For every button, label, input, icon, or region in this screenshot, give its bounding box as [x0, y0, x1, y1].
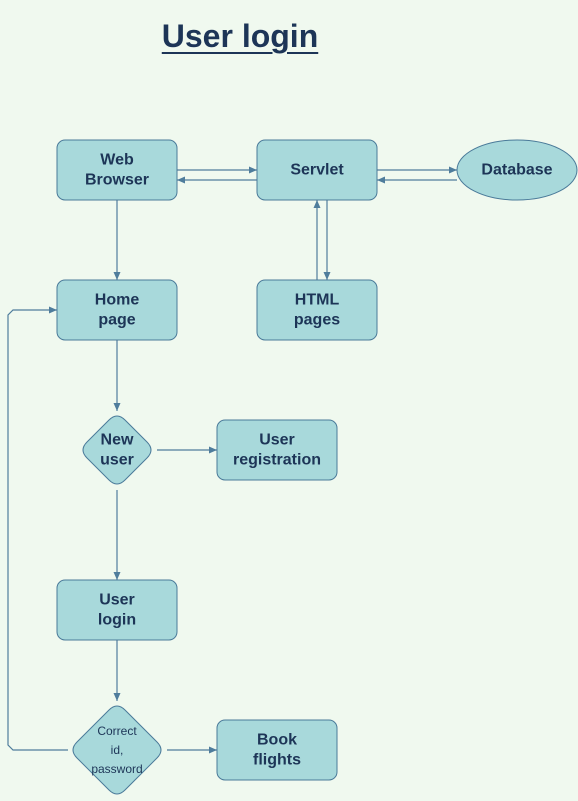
edge-servlet-to-html-pages — [323, 200, 331, 280]
node-label-line: User — [259, 432, 295, 449]
arrowhead-icon — [49, 306, 57, 314]
arrowhead-icon — [113, 272, 121, 280]
arrowhead-icon — [113, 693, 121, 701]
node-label-line: page — [98, 312, 135, 329]
edge-database-to-servlet — [377, 176, 457, 184]
edge-web-browser-to-home-page — [113, 200, 121, 280]
edge-servlet-to-web-browser — [177, 176, 257, 184]
node-label-line: password — [91, 762, 142, 776]
node-label-line: registration — [233, 452, 321, 469]
edge-servlet-to-database — [377, 166, 457, 174]
arrowhead-icon — [377, 176, 385, 184]
edge-line — [7, 309, 68, 751]
diagram-title: User login — [161, 18, 319, 54]
process-box — [56, 139, 178, 201]
node-label-line: Servlet — [290, 162, 344, 179]
process-box — [56, 279, 178, 341]
process-box — [256, 279, 378, 341]
arrowhead-icon — [249, 166, 257, 174]
process-box — [216, 719, 338, 781]
node-new-user: New user — [82, 415, 152, 485]
node-home-page: Home page — [56, 279, 178, 341]
edge-correct-id-password-to-book-flights — [167, 746, 217, 754]
node-correct-id-password: Correct id, password — [72, 705, 162, 795]
arrowhead-icon — [323, 272, 331, 280]
node-label-line: User — [99, 592, 135, 609]
arrowhead-icon — [113, 572, 121, 580]
node-label-line: id, — [111, 743, 124, 757]
node-servlet: Servlet — [256, 139, 378, 201]
node-user-registration: User registration — [216, 419, 338, 481]
node-label-line: HTML — [295, 292, 340, 309]
node-label-line: Database — [481, 162, 552, 179]
arrowhead-icon — [209, 746, 217, 754]
edge-new-user-to-user-login — [113, 490, 121, 580]
arrowhead-icon — [113, 403, 121, 411]
node-user-login: User login — [56, 579, 178, 641]
node-label-line: Web — [100, 152, 134, 169]
node-label-line: Book — [257, 732, 297, 749]
node-label-line: pages — [294, 312, 340, 329]
decision-diamond — [72, 705, 162, 795]
node-label-line: Home — [95, 292, 140, 309]
node-label-line: flights — [253, 752, 301, 769]
arrowhead-icon — [313, 200, 321, 208]
data-store-ellipse — [456, 139, 578, 201]
edge-correct-id-password-to-home-page — [7, 306, 68, 751]
edge-web-browser-to-servlet — [177, 166, 257, 174]
edge-user-login-to-correct-id-password — [113, 640, 121, 701]
process-box — [216, 419, 338, 481]
node-html-pages: HTML pages — [256, 279, 378, 341]
process-box — [256, 139, 378, 201]
node-label-line: Correct — [97, 724, 137, 738]
edge-home-page-to-new-user — [113, 340, 121, 411]
edge-new-user-to-user-registration — [157, 446, 217, 454]
node-label-line: Browser — [85, 172, 149, 189]
edge-html-pages-to-servlet — [313, 200, 321, 280]
node-label-line: login — [98, 612, 136, 629]
node-book-flights: Book flights — [216, 719, 338, 781]
arrowhead-icon — [209, 446, 217, 454]
decision-diamond — [82, 415, 152, 485]
node-label-line: user — [100, 452, 134, 469]
process-box — [56, 579, 178, 641]
arrowhead-icon — [449, 166, 457, 174]
edges-layer — [7, 166, 457, 754]
node-database: Database — [456, 139, 578, 201]
node-label-line: New — [101, 432, 134, 449]
arrowhead-icon — [177, 176, 185, 184]
